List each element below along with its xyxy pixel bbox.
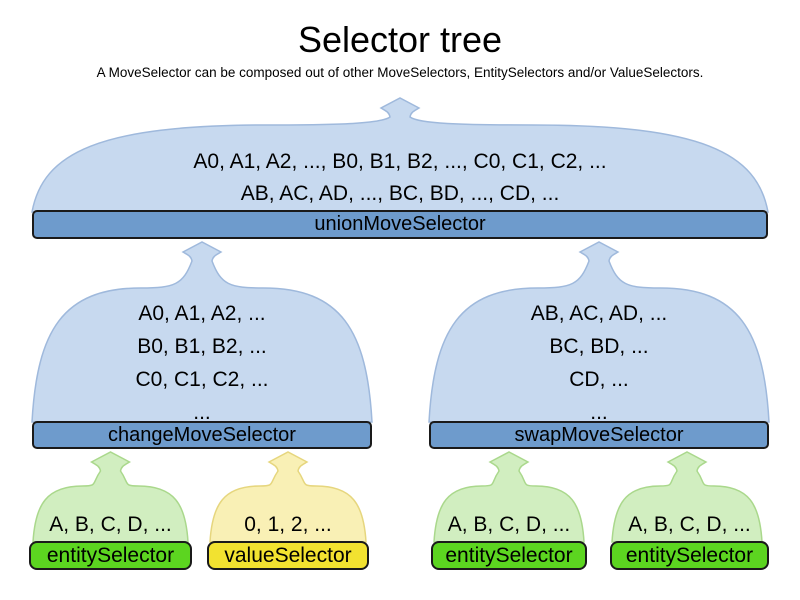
entity-selector-cloud xyxy=(32,451,189,543)
union-output-line: A0, A1, A2, ..., B0, B1, B2, ..., C0, C1… xyxy=(193,150,607,173)
cloud-shape xyxy=(209,451,367,543)
entity-selector-label: entitySelector xyxy=(46,543,175,567)
union-move-selector-label: unionMoveSelector xyxy=(314,213,486,235)
cloud-shape xyxy=(428,241,770,423)
entity-selector-cloud xyxy=(433,451,585,543)
entity-selector-label: entitySelector xyxy=(625,543,754,567)
diagram-title: Selector tree xyxy=(297,19,503,60)
union-output-line: AB, AC, AD, ..., BC, BD, ..., CD, ... xyxy=(240,182,560,205)
value-selector-output: 0, 1, 2, ... xyxy=(244,513,332,536)
entity-selector-cloud xyxy=(611,451,763,543)
change-output-cloud xyxy=(31,241,373,423)
swap-output-line: BC, BD, ... xyxy=(549,335,649,358)
union-output-text: A0, A1, A2, ..., B0, B1, B2, ..., C0, C1… xyxy=(32,146,768,210)
change-output-line: ... xyxy=(193,401,211,424)
cloud-shape xyxy=(31,241,373,423)
change-output-text: A0, A1, A2, ... B0, B1, B2, ... C0, C1, … xyxy=(32,297,372,429)
entity-selector-label: entitySelector xyxy=(445,543,573,567)
change-output-line: C0, C1, C2, ... xyxy=(135,368,269,391)
cloud-shape xyxy=(611,451,763,543)
entity-selector-output: A, B, C, D, ... xyxy=(49,513,172,536)
swap-output-line: ... xyxy=(590,401,608,424)
entity-selector-box: entitySelector xyxy=(610,541,769,570)
entity-selector-box: entitySelector xyxy=(29,541,192,570)
change-output-line: A0, A1, A2, ... xyxy=(138,302,266,325)
swap-output-text: AB, AC, AD, ... BC, BD, ... CD, ... ... xyxy=(429,297,769,429)
cloud-shape xyxy=(433,451,585,543)
cloud-shape xyxy=(32,451,189,543)
value-selector-box: valueSelector xyxy=(207,541,369,570)
change-move-selector-box: changeMoveSelector xyxy=(32,421,372,449)
value-selector-cloud xyxy=(209,451,367,543)
entity-selector-box: entitySelector xyxy=(431,541,587,570)
value-selector-label: valueSelector xyxy=(224,543,352,567)
entity-selector-output: A, B, C, D, ... xyxy=(628,513,751,536)
swap-output-line: CD, ... xyxy=(569,368,629,391)
union-output-cloud xyxy=(31,97,769,213)
cloud-shape xyxy=(31,97,769,213)
swap-output-line: AB, AC, AD, ... xyxy=(530,302,668,325)
change-move-selector-label: changeMoveSelector xyxy=(108,423,296,446)
union-move-selector-box: unionMoveSelector xyxy=(32,210,768,239)
change-output-line: B0, B1, B2, ... xyxy=(137,335,267,358)
swap-move-selector-label: swapMoveSelector xyxy=(514,423,684,446)
entity-selector-output: A, B, C, D, ... xyxy=(447,513,571,536)
diagram-subtitle: A MoveSelector can be composed out of ot… xyxy=(96,65,704,80)
swap-move-selector-box: swapMoveSelector xyxy=(429,421,769,449)
swap-output-cloud xyxy=(428,241,770,423)
